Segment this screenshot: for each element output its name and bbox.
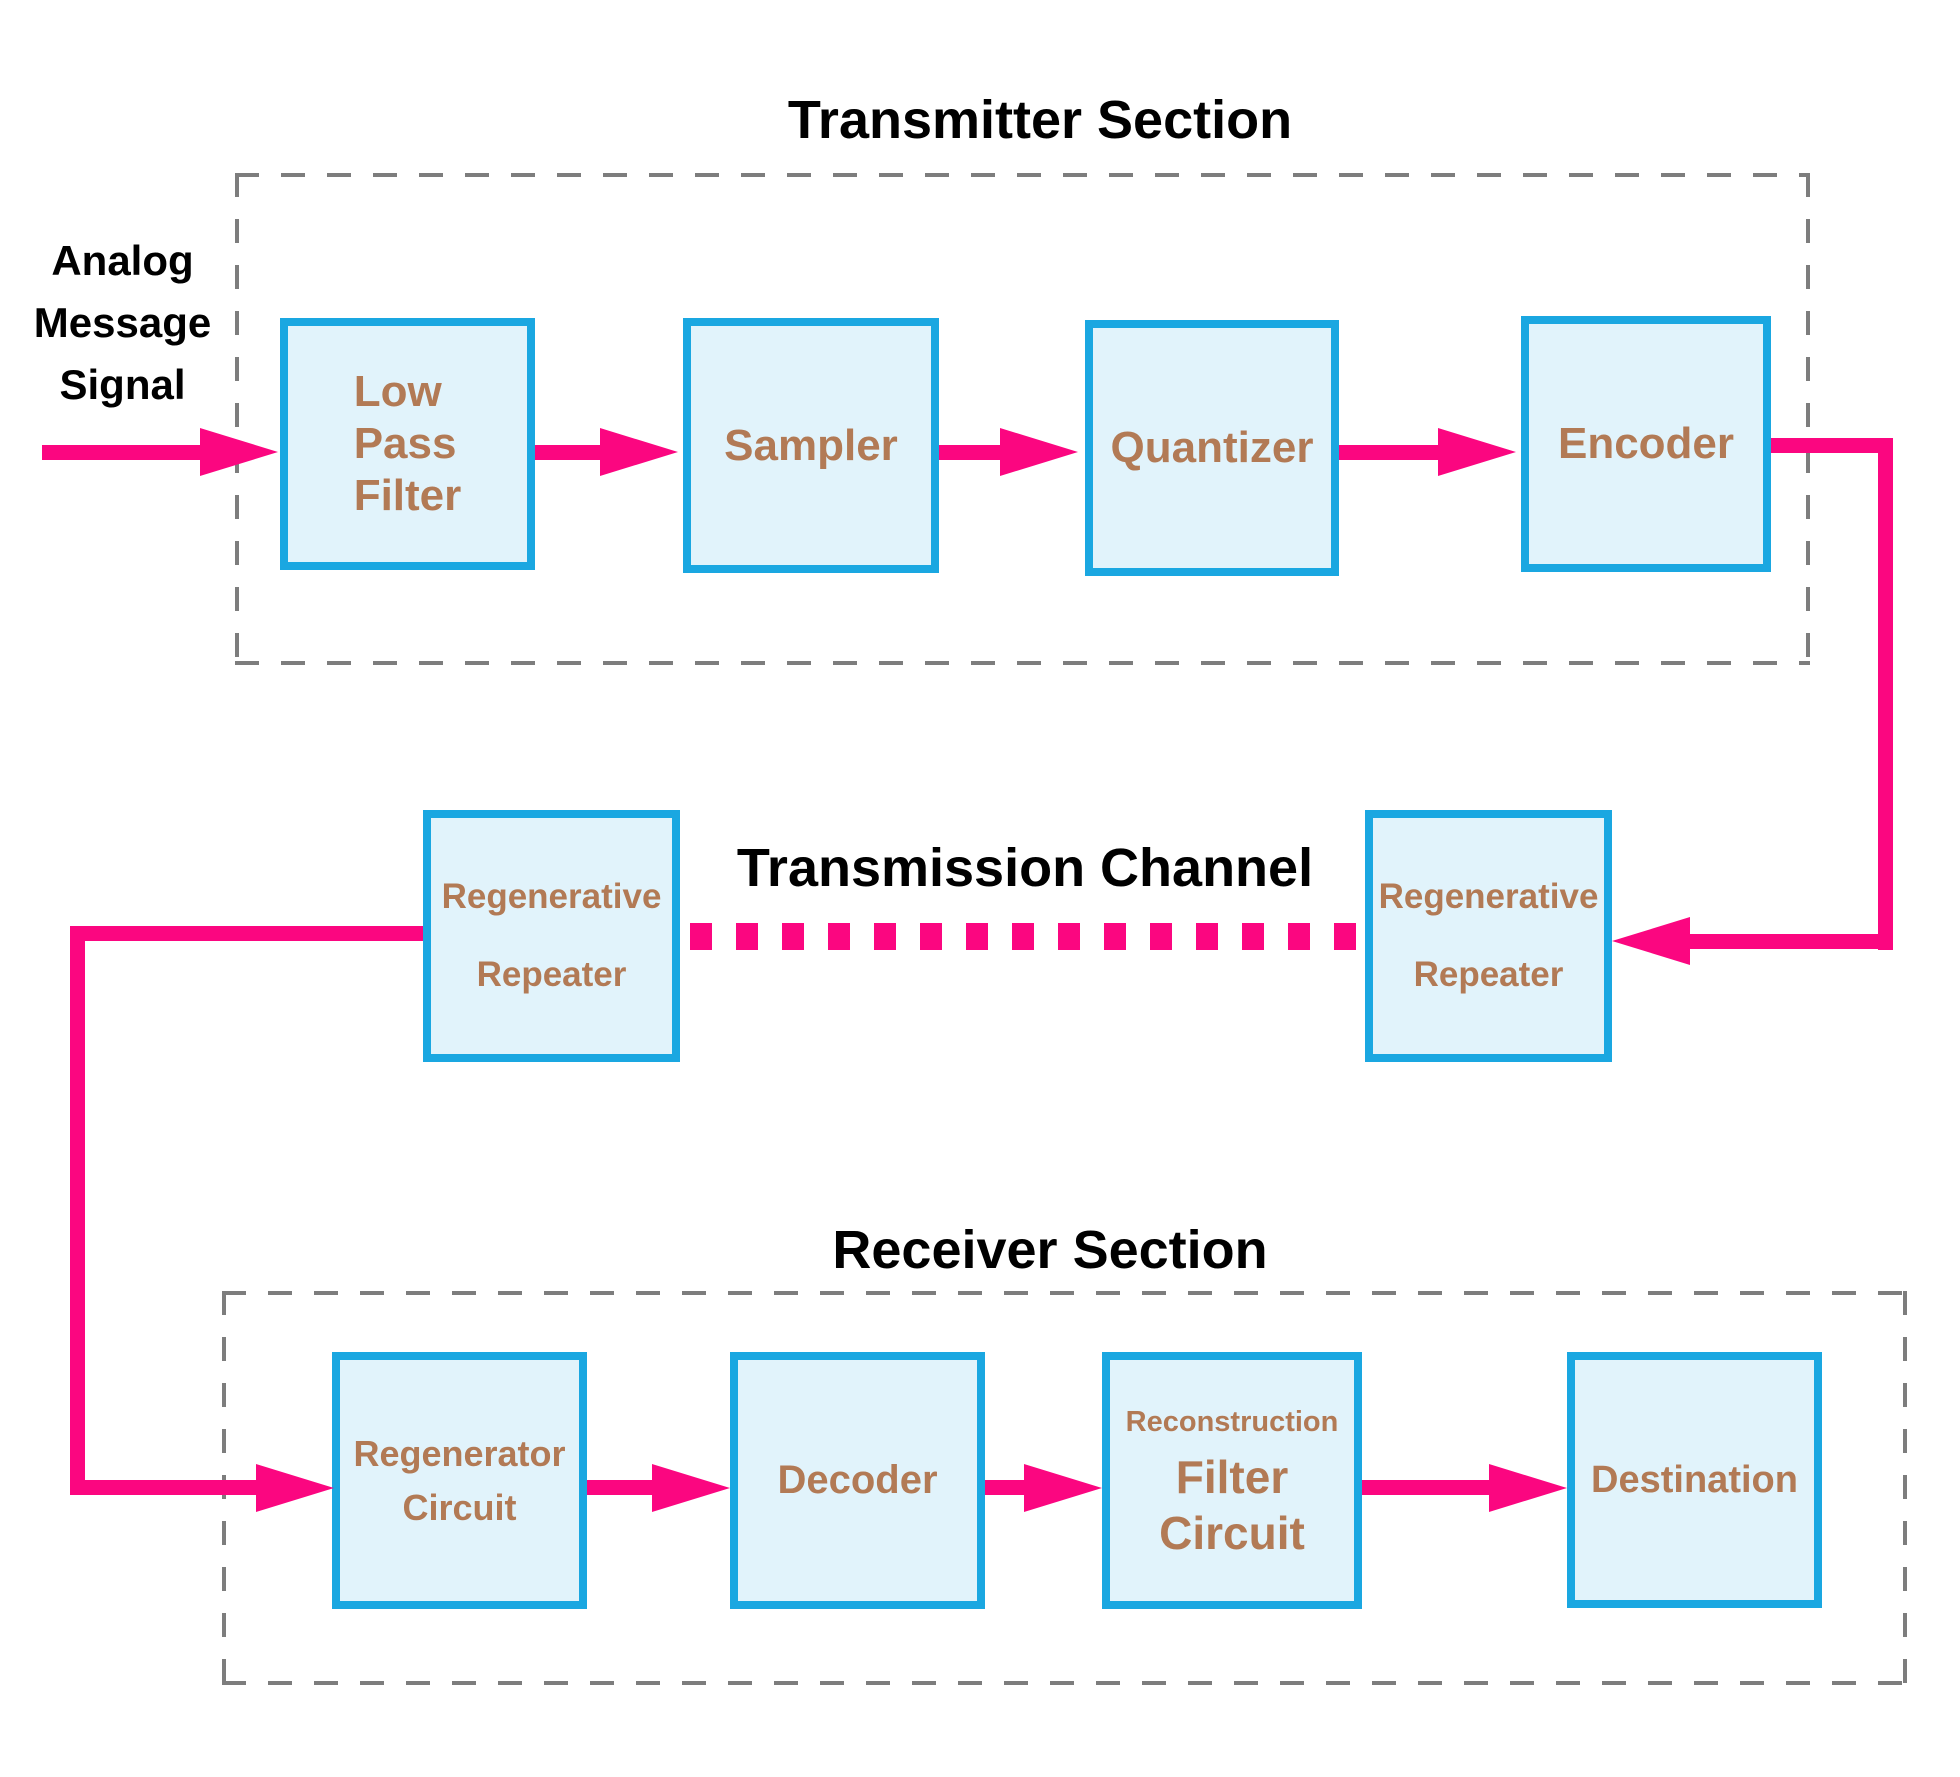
arrow-filter-to-destination-shaft	[1362, 1480, 1489, 1495]
block-label-line: Low	[353, 367, 442, 416]
border-edge	[222, 1681, 1907, 1685]
transmission-channel-dashed-line	[690, 923, 1362, 950]
connector-into-right-repeater	[1690, 934, 1893, 949]
block-decoder: Decoder	[730, 1352, 985, 1609]
arrow-into-right-repeater-head	[1612, 917, 1690, 965]
block-label-line: Circuit	[402, 1486, 517, 1528]
transmitter-section-border	[235, 173, 1810, 665]
block-reconstruction-filter-circuit: Reconstruction Filter Circuit	[1102, 1352, 1362, 1609]
border-edge	[235, 173, 1810, 177]
border-edge	[1903, 1291, 1907, 1685]
border-edge	[222, 1291, 1907, 1295]
analog-message-signal-label: Analog Message Signal	[10, 230, 235, 416]
label-line: Signal	[59, 361, 186, 408]
block-label-line: Reconstruction	[1125, 1405, 1339, 1438]
block-low-pass-filter: Low Pass Filter	[280, 318, 535, 570]
border-edge	[1806, 173, 1810, 665]
block-label-line: Regenerative	[441, 877, 662, 916]
connector-left-repeater-out	[70, 926, 423, 941]
connector-encoder-out-horizontal	[1771, 438, 1893, 453]
arrow-lpf-to-sampler-head	[600, 428, 678, 476]
block-label: Quantizer	[1110, 423, 1314, 472]
transmitter-section-title: Transmitter Section	[787, 90, 1293, 150]
transmission-channel-title: Transmission Channel	[736, 838, 1314, 898]
arrow-quantizer-to-encoder-shaft	[1339, 445, 1438, 460]
block-label-line: Filter	[353, 471, 462, 520]
block-label-line: Regenerator	[353, 1432, 566, 1474]
connector-encoder-down-vertical	[1878, 438, 1893, 950]
receiver-section-title: Receiver Section	[832, 1220, 1268, 1280]
block-label-line: Filter	[1175, 1450, 1289, 1503]
arrow-regenerator-to-decoder-shaft	[587, 1480, 652, 1495]
label-line: Message	[33, 299, 212, 346]
block-quantizer: Quantizer	[1085, 320, 1339, 576]
arrow-filter-to-destination-head	[1489, 1464, 1567, 1512]
arrow-regenerator-to-decoder-head	[652, 1464, 730, 1512]
arrow-into-regenerator-head	[256, 1464, 334, 1512]
block-label: Destination	[1591, 1458, 1798, 1501]
connector-left-down-vertical	[70, 926, 85, 1495]
arrow-sampler-to-quantizer-shaft	[939, 445, 1000, 460]
block-regenerative-repeater-left: Regenerative Repeater	[423, 810, 680, 1062]
arrow-analog-input-shaft	[42, 445, 200, 460]
block-label: Sampler	[724, 420, 898, 470]
arrow-lpf-to-sampler-shaft	[535, 445, 600, 460]
arrow-quantizer-to-encoder-head	[1438, 428, 1516, 476]
border-edge	[235, 173, 239, 665]
block-encoder: Encoder	[1521, 316, 1771, 572]
block-regenerative-repeater-right: Regenerative Repeater	[1365, 810, 1612, 1062]
block-label: Encoder	[1557, 419, 1735, 468]
block-label-line: Regenerative	[1378, 877, 1599, 916]
label-line: Analog	[51, 237, 194, 284]
arrow-sampler-to-quantizer-head	[1000, 428, 1078, 476]
block-regenerator-circuit: Regenerator Circuit	[332, 1352, 587, 1609]
arrow-analog-input-head	[200, 428, 278, 476]
block-label: Decoder	[777, 1458, 938, 1502]
arrow-decoder-to-filter-head	[1024, 1464, 1102, 1512]
block-destination: Destination	[1567, 1352, 1822, 1608]
border-edge	[235, 661, 1810, 665]
block-label-line: Pass	[353, 419, 457, 468]
connector-into-regenerator-shaft	[70, 1480, 256, 1495]
block-sampler: Sampler	[683, 318, 939, 573]
block-label-line: Circuit	[1159, 1506, 1305, 1559]
block-label-line: Repeater	[476, 955, 627, 994]
block-label-line: Repeater	[1413, 955, 1564, 994]
arrow-decoder-to-filter-shaft	[985, 1480, 1024, 1495]
